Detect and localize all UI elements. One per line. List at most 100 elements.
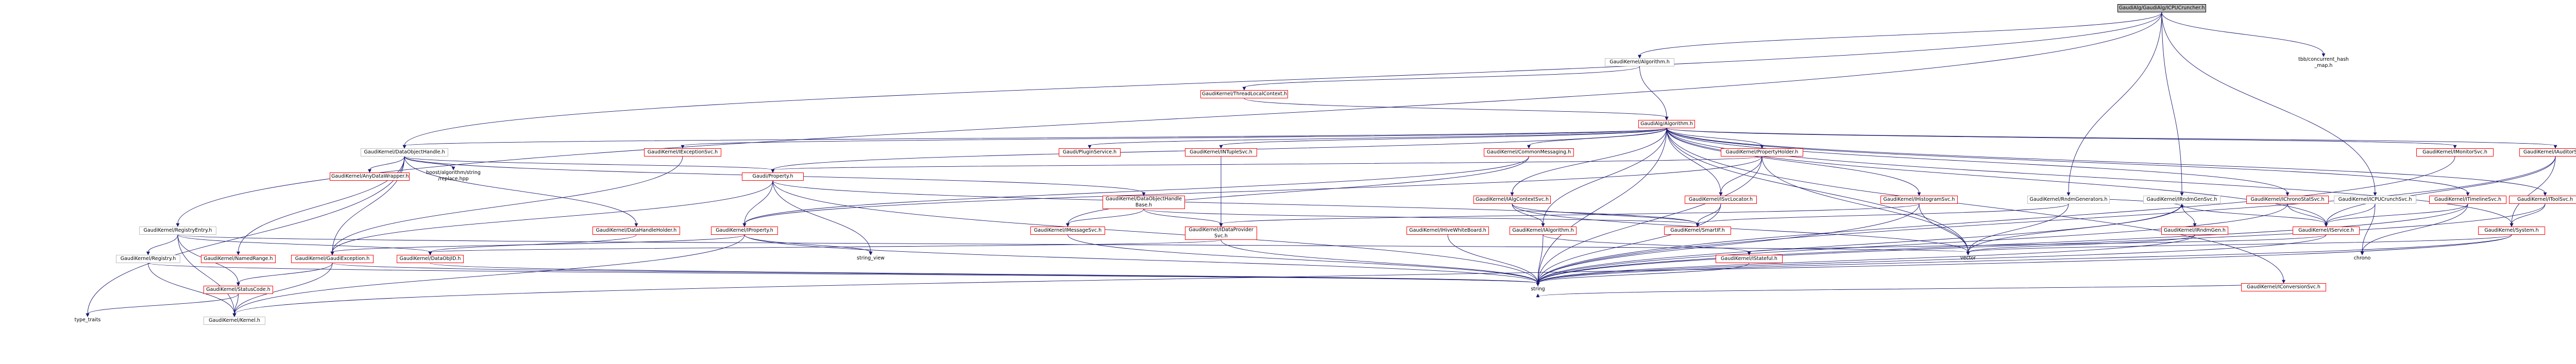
node-dataobjecthandle[interactable]: GaudiKernel/DataObjectHandle.h [361,148,448,157]
edge-arrowhead [232,313,236,317]
edge-root-to-rndmgenerators [2068,12,2162,194]
edge-arrowhead [1696,223,1700,227]
edge-ihivewhiteboard-to-string [1447,234,1538,284]
edge-imessagesvc-to-string [1067,234,1538,284]
node-algorithm[interactable]: GaudiKernel/Algorithm.h [1605,58,1674,66]
node-string: string [1531,286,1545,292]
edge-propertyholder-to-iproperty [744,156,1762,224]
node-isvclocator[interactable]: GaudiKernel/ISvcLocator.h [1685,196,1757,204]
edge-arrowhead [2373,192,2377,196]
node-iconversionsvc[interactable]: GaudiKernel/IConversionSvc.h [2241,283,2326,291]
edge-system-to-string [1537,234,2512,284]
node-itimelinesvc[interactable]: GaudiKernel/ITimelineSvc.h [2429,196,2506,204]
edge-algorithm-to-threadlocal [1244,66,1640,88]
edge-iexceptionsvc-to-gaudiexception [332,156,683,253]
node-ichronostatsvc[interactable]: GaudiKernel/IChronoStatSvc.h [2246,196,2329,204]
edge-ialgorithm-to-ialgorithm2 [1543,128,1667,224]
edge-ialgorithm-to-string [1537,128,1667,284]
node-commonmessaging[interactable]: GaudiKernel/CommonMessaging.h [1484,148,1574,157]
node-imonitorsvc[interactable]: GaudiKernel/IMonitorSvc.h [2416,148,2494,157]
node-namedrange[interactable]: GaudiKernel/NamedRange.h [201,255,276,263]
node-istateful[interactable]: GaudiKernel/IStateful.h [1716,255,1783,263]
node-iservice[interactable]: GaudiKernel/IService.h [2293,227,2360,235]
edge-arrowhead [2466,192,2470,196]
node-root[interactable]: GaudiAlg/GaudiAlg/ICPUCruncher.h [2117,4,2206,12]
edge-ialgorithm-to-commonmessaging [1529,128,1667,146]
edge-arrowhead [2553,145,2557,149]
edge-arrowhead [2282,280,2285,284]
node-threadlocal[interactable]: GaudiKernel/ThreadLocalContext.h [1200,90,1288,98]
edge-dataobjecthandle-to-datahandleholder [404,156,637,224]
edge-itimelinesvc-to-string [1537,203,2468,284]
node-iproperty[interactable]: GaudiKernel/IProperty.h [711,227,778,235]
node-dataobjecthandlebase[interactable]: GaudiKernel/DataObjectHandle Base.h [1103,196,1185,209]
node-pluginservice[interactable]: Gaudi/PluginService.h [1059,148,1121,157]
node-ihivewhiteboard[interactable]: GaudiKernel/IHiveWhiteBoard.h [1406,227,1489,235]
edge-ialgorithm-to-ihistogramsvc [1666,128,1920,194]
edge-root-to-icpucrunchsvc [2161,12,2376,194]
node-system[interactable]: GaudiKernel/System.h [2478,227,2545,235]
edge-dataobjecthandle-to-anydatawrapper [369,156,405,170]
edge-arrowhead [2543,192,2547,196]
edge-arrowhead [1719,192,1723,196]
node-ialgcontextsvc[interactable]: GaudiKernel/IAlgContextSvc.h [1473,196,1551,204]
node-kernel[interactable]: GaudiKernel/Kernel.h [204,317,265,325]
node-statuscode[interactable]: GaudiKernel/StatusCode.h [204,286,273,294]
edge-arrowhead [1527,145,1531,149]
node-anydatawrapper[interactable]: GaudiKernel/AnyDataWrapper.h [330,172,410,181]
edge-arrowhead [1541,223,1545,227]
node-icpucrunchsvc[interactable]: GaudiKernel/ICPUCrunchSvc.h [2334,196,2416,204]
edge-iauditorsvc-to-string [1537,156,2556,284]
edge-iproperty-to-string [744,234,1538,284]
edge-ialgcontextsvc-to-vector [1512,203,1969,253]
edge-ialgorithm-to-system [1666,128,2512,224]
edge-ialgorithm-to-itimelinesvc [1666,128,2468,194]
node-propertyholder[interactable]: GaudiKernel/PropertyHolder.h [1721,148,1803,157]
edge-ialgorithm-to-isvclocator [1666,128,1721,194]
node-rndmgenerators[interactable]: GaudiKernel/RndmGenerators.h [2027,196,2110,204]
node-iauditorsvc[interactable]: GaudiKernel/IAuditorSvc.h [2519,148,2576,157]
edge-itimelinesvc-to-chrono [2362,203,2468,253]
edge-property-to-gaudiexception [332,180,773,253]
edge-icpucrunchsvc-to-chrono [2362,203,2376,253]
node-ialgorithm2[interactable]: GaudiKernel/IAlgorithm.h [1510,227,1577,235]
node-property[interactable]: Gaudi/Property.h [742,172,804,181]
node-dataobjid[interactable]: GaudiKernel/DataObjID.h [397,255,464,263]
edge-ialgorithm2-to-string [1537,234,1544,284]
edge-propertyholder-to-isvclocator [1720,156,1762,194]
edge-registryentry-to-kernel [177,234,235,315]
edge-ialgcontextsvc-to-ialgorithm2 [1512,203,1544,224]
edge-arrowhead [2453,145,2457,149]
node-ihistogramsvc[interactable]: GaudiKernel/IHistogramSvc.h [1880,196,1958,204]
edge-arrowhead [330,251,334,255]
node-ialgorithm[interactable]: GaudiAlg/Algorithm.h [1638,120,1695,128]
node-irndmgen[interactable]: GaudiKernel/IRndmGen.h [2161,227,2228,235]
edge-commonmessaging-to-iproperty [744,156,1529,224]
edge-ihistogramsvc-to-vector [1919,203,1969,253]
node-datahandleholder[interactable]: GaudiKernel/DataHandleHolder.h [592,227,680,235]
node-itoolsvc[interactable]: GaudiKernel/IToolSvc.h [2509,196,2576,204]
edge-arrowhead [146,251,150,255]
node-smartif[interactable]: GaudiKernel/SmartIF.h [1664,227,1731,235]
node-gaudiexception[interactable]: GaudiKernel/GaudiException.h [291,255,374,263]
edge-ialgorithm-to-propertyholder [1666,128,1762,146]
edge-arrowhead [1242,86,1246,91]
node-irndmgensvc[interactable]: GaudiKernel/IRndmGenSvc.h [2143,196,2221,204]
node-intuplesvc[interactable]: GaudiKernel/INTupleSvc.h [1185,148,1257,157]
edge-ihistogramsvc-to-string [1537,203,1920,284]
node-imessagesvc[interactable]: GaudiKernel/IMessageSvc.h [1030,227,1105,235]
edge-isvclocator-to-string [1537,203,1721,284]
node-idataprovidersvc[interactable]: GaudiKernel/IDataProvider Svc.h [1185,227,1257,240]
edge-ialgorithm2-to-istateful [1543,234,1750,253]
node-registryentry[interactable]: GaudiKernel/RegistryEntry.h [139,227,216,235]
node-registry[interactable]: GaudiKernel/Registry.h [116,255,180,263]
edge-arrowhead [402,145,406,149]
edge-root-to-dataobjecthandle [404,12,2162,146]
edge-registryentry-to-dataobjid [177,234,431,253]
node-iexceptionsvc[interactable]: GaudiKernel/IExceptionSvc.h [644,148,721,157]
edge-propertyholder-to-string [1537,156,1762,284]
edge-istateful-to-string [1537,263,1750,284]
edge-irndmgen-to-string [1537,234,2195,284]
edge-propertyholder-to-property [772,156,1762,170]
edge-system-to-vector [1968,234,2512,253]
